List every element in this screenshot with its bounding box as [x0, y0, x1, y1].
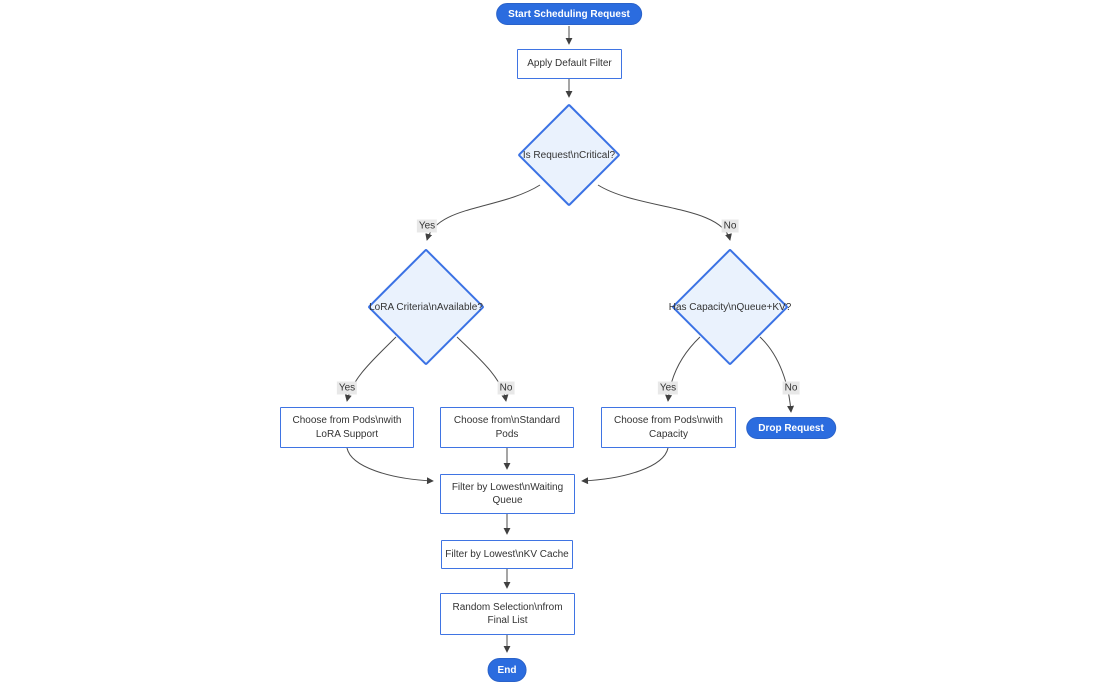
node-filter-waiting-queue-label-line1: Filter by Lowest\nWaiting [451, 481, 564, 493]
node-has-capacity-label: Has Capacity\nQueue+KV? [668, 301, 792, 313]
node-choose-standard-pods-label-line2: Pods [495, 428, 519, 440]
node-lora-criteria: LoRA Criteria\nAvailable? [367, 248, 485, 366]
edge-label-capacity-yes: Yes [657, 381, 679, 395]
edge-label-lora-yes: Yes [336, 381, 358, 395]
node-choose-standard-pods-label-line1: Choose from\nStandard [453, 415, 561, 426]
node-apply-default-filter-label: Apply Default Filter [527, 58, 612, 70]
edge-capacity-yes [665, 336, 701, 402]
node-is-critical: Is Request\nCritical? [517, 103, 621, 207]
node-filter-kv-cache: Filter by Lowest\nKV Cache [441, 540, 573, 569]
node-start: Start Scheduling Request [496, 3, 642, 25]
edge-label-capacity-no: No [782, 381, 800, 395]
node-choose-lora-pods: Choose from Pods\nwith LoRA Support [280, 407, 414, 448]
node-drop-request: Drop Request [746, 417, 836, 439]
node-choose-lora-pods-label-line1: Choose from Pods\nwith [292, 415, 402, 426]
node-choose-capacity-pods: Choose from Pods\nwith Capacity [601, 407, 736, 448]
node-random-selection: Random Selection\nfrom Final List [440, 593, 575, 635]
edge-label-critical-no: No [721, 219, 739, 233]
node-choose-standard-pods: Choose from\nStandard Pods [440, 407, 574, 448]
node-filter-kv-cache-label: Filter by Lowest\nKV Cache [445, 548, 569, 560]
edge-capacity-pods-to-filter-waiting [581, 447, 669, 485]
edge-label-critical-yes: Yes [416, 219, 438, 233]
node-random-selection-label-line2: Final List [487, 615, 528, 626]
node-random-selection-label-line1: Random Selection\nfrom [452, 601, 563, 613]
node-filter-waiting-queue-label-line2: Queue [492, 495, 523, 506]
edge-lora-pods-to-filter-waiting [346, 447, 434, 485]
node-has-capacity: Has Capacity\nQueue+KV? [668, 248, 792, 366]
node-choose-capacity-pods-label-line1: Choose from Pods\nwith [614, 415, 723, 426]
edge-label-lora-no: No [497, 381, 515, 395]
edge-capacity-no [759, 336, 795, 413]
node-choose-capacity-pods-label-line2: Capacity [649, 428, 688, 440]
node-end-label: End [497, 664, 517, 676]
node-start-label: Start Scheduling Request [508, 8, 630, 20]
node-is-critical-label: Is Request\nCritical? [522, 149, 616, 161]
node-filter-waiting-queue: Filter by Lowest\nWaiting Queue [440, 474, 575, 514]
node-end: End [487, 658, 527, 682]
node-drop-request-label: Drop Request [758, 422, 824, 434]
node-choose-lora-pods-label-line2: LoRA Support [315, 428, 379, 440]
node-apply-default-filter: Apply Default Filter [517, 49, 622, 79]
node-lora-criteria-label: LoRA Criteria\nAvailable? [369, 301, 483, 313]
